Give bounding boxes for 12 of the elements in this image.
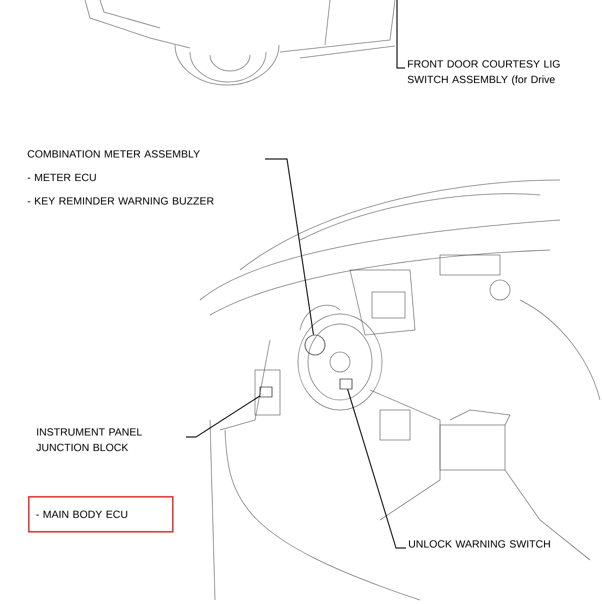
meter-cluster: [304, 334, 326, 356]
part-label: COMBINATION METER ASSEMBLY - METER ECU - KEY REMINDER WARNING BUZZER: [28, 150, 214, 205]
part-label: UNLOCK WARNING SWITCH: [409, 540, 550, 548]
leader-line: [347, 388, 406, 548]
leader-line: [396, 0, 406, 68]
part-outline: [340, 378, 352, 390]
part-label: INSTRUMENT PANEL JUNCTION BLOCK: [36, 428, 142, 452]
leader-line: [186, 396, 260, 438]
boxed-label: - MAIN BODY ECU: [28, 496, 174, 533]
part-outline: [260, 386, 272, 398]
leader-line: [264, 158, 314, 336]
part-label: FRONT DOOR COURTESY LIG SWITCH ASSEMBLY (for Drive: [408, 60, 560, 86]
